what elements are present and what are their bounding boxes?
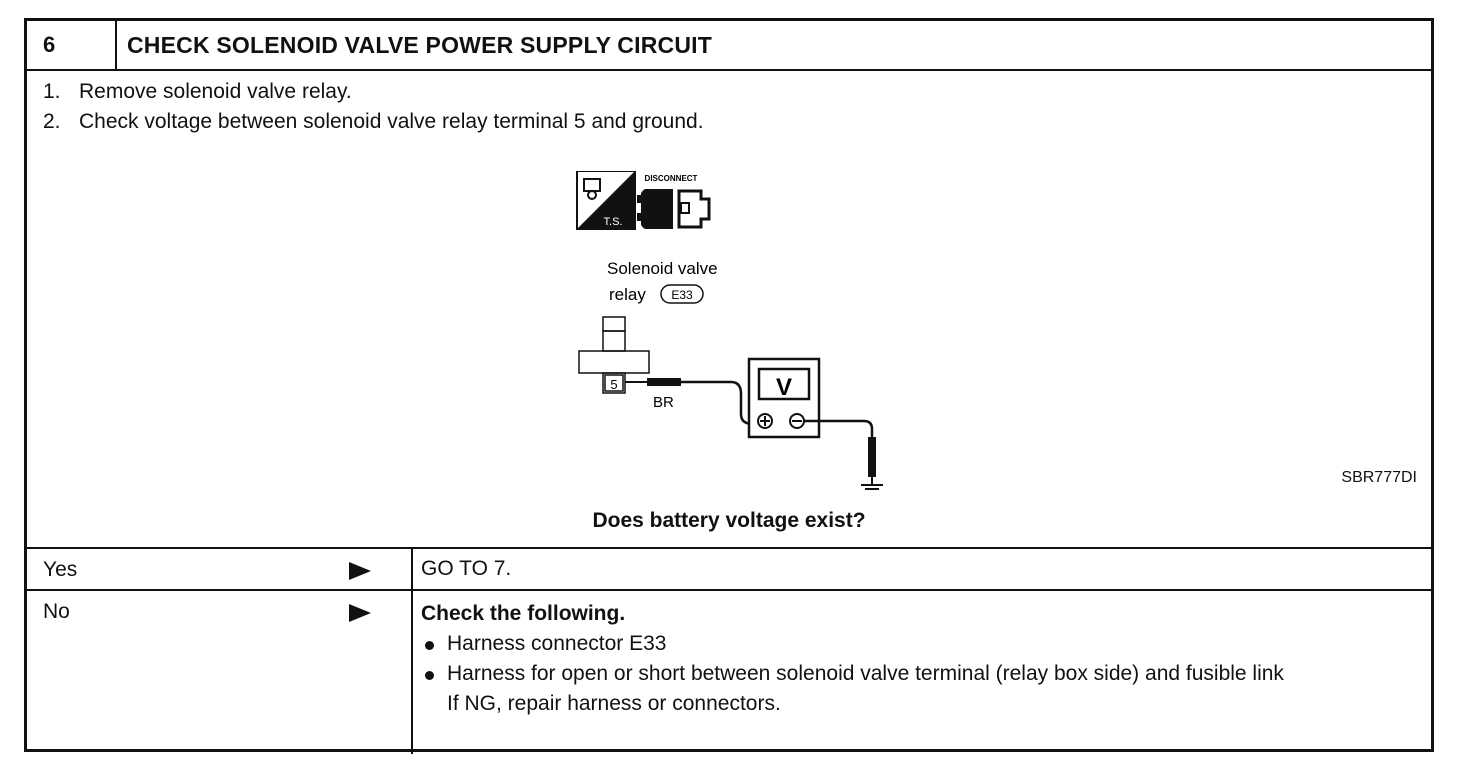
component-label: relay xyxy=(609,285,646,304)
check-list: Harness connector E33 Harness for open o… xyxy=(421,629,1423,689)
repair-note: If NG, repair harness or connectors. xyxy=(447,692,781,715)
step-title: CHECK SOLENOID VALVE POWER SUPPLY CIRCUI… xyxy=(127,32,712,58)
ground-icon xyxy=(861,477,883,490)
right-arrow-icon xyxy=(349,604,371,622)
component-label: Solenoid valve xyxy=(607,259,718,278)
result-row-yes: Yes GO TO 7. xyxy=(27,547,1431,591)
result-action-no: Check the following. Harness connector E… xyxy=(411,591,1431,754)
wire-color: BR xyxy=(653,394,674,411)
check-item: Harness for open or short between soleno… xyxy=(421,659,1423,689)
voltage-check-diagram: T.S. DISCONNECT Solenoid valve relay E33… xyxy=(576,171,883,490)
result-action-yes: GO TO 7. xyxy=(411,549,1431,591)
voltmeter: V xyxy=(747,357,821,439)
connector-id: E33 xyxy=(671,288,693,302)
procedure-step: 2.Check voltage between solenoid valve r… xyxy=(43,110,704,133)
check-item: Harness connector E33 xyxy=(421,629,1423,659)
result-label-no: No xyxy=(43,600,70,623)
go-to-action: GO TO 7. xyxy=(421,557,512,580)
svg-text:V: V xyxy=(776,374,792,401)
svg-text:T.S.: T.S. xyxy=(604,216,623,228)
check-question: Does battery voltage exist? xyxy=(592,509,866,532)
step-header: 6 CHECK SOLENOID VALVE POWER SUPPLY CIRC… xyxy=(27,21,1431,71)
disconnect-connector-icon: DISCONNECT xyxy=(637,174,711,229)
result-row-no: No Check the following. Harness connecto… xyxy=(27,589,1431,754)
step-number: 6 xyxy=(27,21,117,69)
terminal-number: 5 xyxy=(610,377,617,392)
figure-reference-code: SBR777DI xyxy=(1341,469,1417,486)
svg-text:DISCONNECT: DISCONNECT xyxy=(645,174,698,183)
result-label-yes: Yes xyxy=(43,558,78,581)
diagnostic-step-table: 6 CHECK SOLENOID VALVE POWER SUPPLY CIRC… xyxy=(24,18,1434,754)
check-title: Check the following. xyxy=(421,602,626,625)
procedure-step: 1.Remove solenoid valve relay. xyxy=(43,80,352,103)
right-arrow-icon xyxy=(349,562,371,580)
procedure-list: 1.Remove solenoid valve relay. 2.Check v… xyxy=(43,77,704,137)
ts-icon: T.S. xyxy=(576,171,636,230)
